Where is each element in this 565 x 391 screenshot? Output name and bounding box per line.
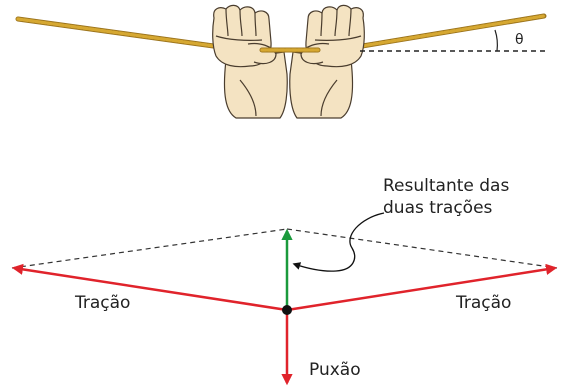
vector-diagram: Resultante das duas trações Tração Traçã… (11, 176, 558, 386)
left-tension-label: Tração (74, 293, 130, 313)
resultant-callout-pointer (292, 212, 385, 272)
left-rope (15, 16, 231, 51)
application-point (282, 305, 292, 315)
left-tension-arrow (11, 263, 288, 312)
left-fist-icon (212, 4, 288, 119)
resultant-label-line1: Resultante das (383, 176, 509, 196)
dashed-left-side (11, 228, 288, 269)
right-tension-arrow (286, 263, 558, 312)
right-tension-label: Tração (455, 293, 511, 313)
rope-illustration: θ (15, 4, 548, 119)
right-fist-icon (289, 4, 365, 119)
pull-label: Puxão (309, 360, 361, 380)
right-rope (347, 13, 547, 51)
theta-label: θ (515, 32, 524, 48)
dashed-right-side (286, 228, 558, 269)
theta-angle-arc (494, 29, 498, 52)
resultant-label-line2: duas trações (383, 198, 493, 218)
